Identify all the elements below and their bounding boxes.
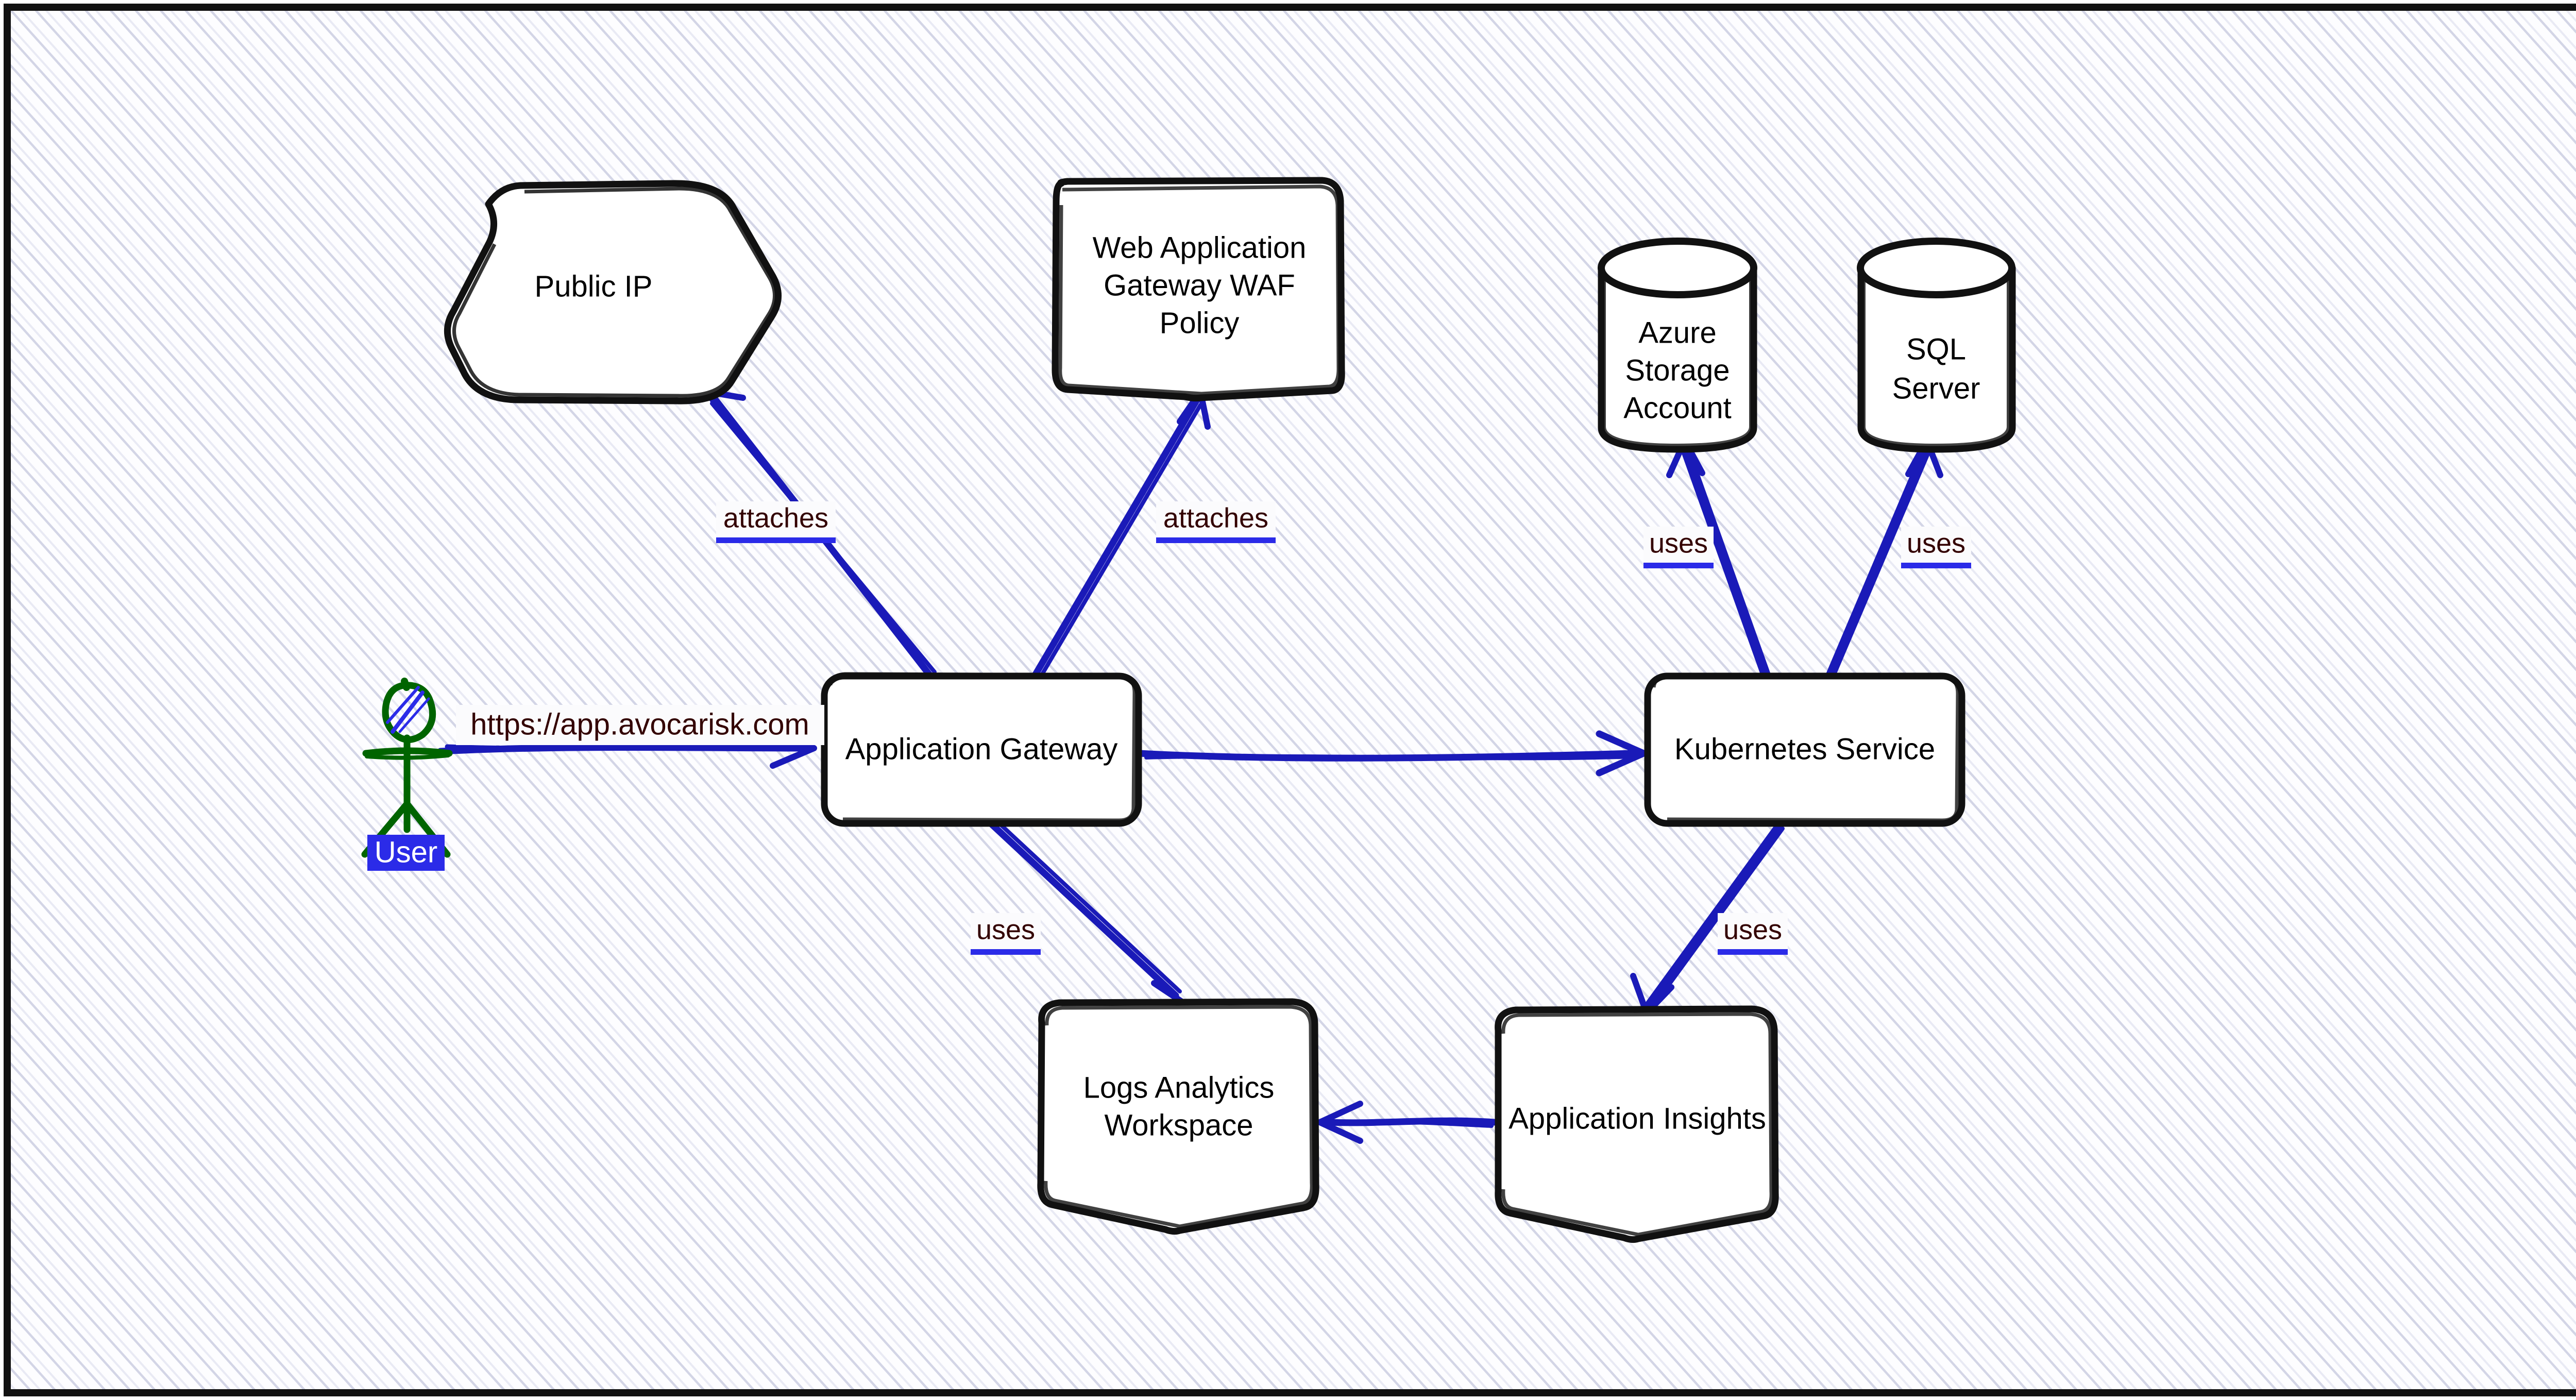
node-label-waf-policy-line2: Gateway WAF <box>1104 268 1295 302</box>
edge-label-uses-sql[interactable]: uses <box>1901 527 1971 568</box>
node-sql-server[interactable]: SQL Server <box>1857 238 2016 453</box>
node-storage-account[interactable]: Azure Storage Account <box>1598 238 1757 453</box>
edge-labels-layer: https://app.avocarisk.com attaches attac… <box>456 501 1971 955</box>
edge-label-uses-appinsights[interactable]: uses <box>1718 913 1788 955</box>
edge-label-attaches-waf-bg <box>1156 501 1276 538</box>
node-waf-policy[interactable]: Web Application Gateway WAF Policy <box>1052 177 1345 402</box>
edge-label-uses-logs[interactable]: uses <box>971 913 1041 955</box>
edge-label-uses-storage-underline <box>1643 563 1714 568</box>
node-application-gateway[interactable]: Application Gateway <box>821 672 1142 827</box>
node-label-storage-line2: Storage <box>1625 353 1730 387</box>
node-label-logs-line2: Workspace <box>1104 1108 1253 1142</box>
edge-label-attaches-waf[interactable]: attaches <box>1156 501 1276 543</box>
edge-label-uses-storage-text: uses <box>1649 528 1708 559</box>
node-label-waf-policy-line1: Web Application <box>1093 231 1307 264</box>
edge-label-attaches-waf-text: attaches <box>1163 502 1268 533</box>
stick-figure-icon <box>361 678 453 858</box>
edge-label-uses-sql-underline <box>1901 563 1971 568</box>
edge-label-attaches-waf-underline <box>1156 537 1276 543</box>
edge-label-uses-storage-bg <box>1643 527 1714 564</box>
node-application-insights[interactable]: Application Insights <box>1495 1005 1779 1243</box>
node-label-kubernetes-service: Kubernetes Service <box>1674 732 1935 766</box>
node-public-ip[interactable]: Public IP <box>444 180 782 404</box>
edge-appgw-to-aks[interactable] <box>1136 730 1647 777</box>
actor-label-highlight <box>367 835 445 871</box>
node-label-logs-line1: Logs Analytics <box>1083 1071 1275 1104</box>
nodes-layer: Public IP Web Application Gateway WAF Po… <box>361 177 2016 1243</box>
node-label-sql-line2: Server <box>1892 372 1980 405</box>
edge-label-attaches-publicip-underline <box>716 537 836 543</box>
actor-user[interactable]: User <box>361 678 453 871</box>
edge-label-uses-sql-bg <box>1901 527 1971 564</box>
edge-label-uses-sql-text: uses <box>1907 528 1965 559</box>
canvas-frame <box>4 4 2576 1396</box>
node-label-application-gateway: Application Gateway <box>845 732 1118 766</box>
actor-label-user: User <box>375 835 437 869</box>
edge-label-url-bg <box>456 705 824 745</box>
node-label-storage-line3: Account <box>1623 391 1732 425</box>
node-kubernetes-service[interactable]: Kubernetes Service <box>1644 672 1965 827</box>
edge-appinsights-to-logs[interactable] <box>1317 1101 1498 1144</box>
edge-label-attaches-publicip-text: attaches <box>723 502 828 533</box>
edge-label-uses-logs-text: uses <box>976 914 1035 945</box>
node-label-public-ip: Public IP <box>535 269 653 303</box>
edge-label-uses-appinsights-underline <box>1718 949 1788 955</box>
edge-label-uses-appinsights-bg <box>1718 913 1788 950</box>
edge-label-uses-storage[interactable]: uses <box>1643 527 1714 568</box>
node-label-sql-line1: SQL <box>1906 332 1966 366</box>
node-label-application-insights: Application Insights <box>1509 1102 1766 1135</box>
edge-label-uses-logs-bg <box>971 913 1041 950</box>
node-label-storage-line1: Azure <box>1638 316 1717 349</box>
edge-label-url-text: https://app.avocarisk.com <box>470 707 809 741</box>
edge-label-url[interactable]: https://app.avocarisk.com <box>456 705 824 745</box>
edge-label-attaches-publicip-bg <box>716 501 836 538</box>
edge-label-attaches-publicip[interactable]: attaches <box>716 501 836 543</box>
edge-label-uses-logs-underline <box>971 949 1041 955</box>
node-logs-analytics-workspace[interactable]: Logs Analytics Workspace <box>1037 998 1319 1235</box>
node-label-waf-policy-line3: Policy <box>1160 306 1240 340</box>
edge-label-uses-appinsights-text: uses <box>1723 914 1782 945</box>
